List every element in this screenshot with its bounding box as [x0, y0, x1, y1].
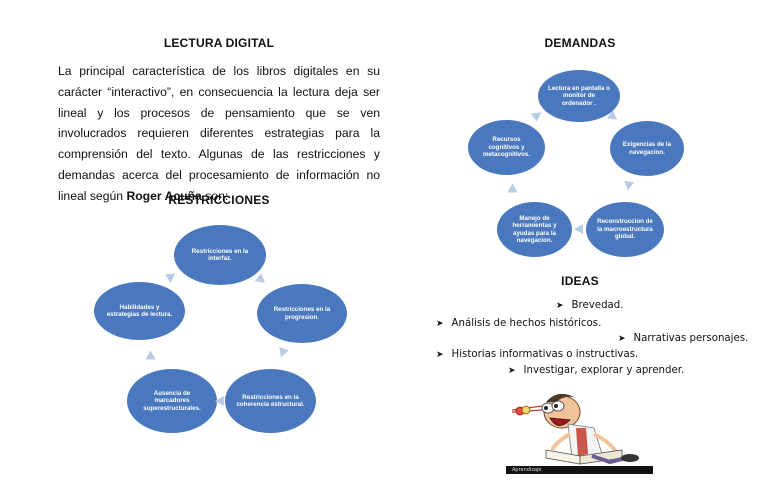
reader-cartoon-icon: Aprendizaje	[506, 384, 653, 474]
idea-historias-informativas: ➤Historias informativas o instructivas.	[436, 349, 639, 360]
cycle-arrow-icon	[215, 396, 224, 406]
arrowhead-bullet-icon: ➤	[436, 319, 444, 329]
cycle-arrow-icon	[276, 347, 289, 359]
arrowhead-bullet-icon: ➤	[508, 366, 516, 376]
restricciones-title: RESTRICCIONES	[168, 193, 270, 207]
idea-narrativas: ➤Narrativas personajes.	[618, 333, 749, 344]
restriccion-progresion: Restricciones en la progresion.	[257, 284, 347, 343]
intro-paragraph: La principal característica de los libro…	[58, 61, 380, 207]
demanda-lectura-pantalla: Lectura en pantalla o monitor de ordenad…	[538, 70, 620, 122]
habilidades-lectura: Habilidades y estrategias de lectura.	[94, 282, 185, 340]
idea-brevedad: ➤Brevedad.	[556, 300, 624, 311]
demandas-title: DEMANDAS	[544, 36, 616, 50]
arrowhead-bullet-icon: ➤	[556, 301, 564, 311]
cycle-arrow-icon	[254, 273, 269, 287]
demanda-recursos-cognitivos: Recursos cognitivos y metacognitivos.	[468, 120, 545, 175]
cycle-arrow-icon	[507, 183, 518, 193]
arrowhead-bullet-icon: ➤	[436, 350, 444, 360]
cycle-arrow-icon	[574, 224, 583, 234]
image-caption: Aprendizaje	[512, 467, 542, 473]
intro-text: La principal característica de los libro…	[58, 64, 380, 203]
author-name: Roger Acuña	[126, 188, 202, 203]
restriccion-interfaz: Restricciones en la interfaz.	[174, 225, 266, 285]
intro-tail: son:	[201, 188, 229, 203]
restriccion-coherencia: Restricciones en la coherencia estructur…	[225, 369, 316, 433]
idea-analisis-historicos: ➤Análisis de hechos históricos.	[436, 318, 602, 329]
demanda-exigencias-navegacion: Exigencias de la navegacion.	[610, 121, 684, 176]
lectura-digital-title: LECTURA DIGITAL	[163, 36, 275, 50]
ausencia-marcadores: Ausencia de marcadores superestructurale…	[127, 369, 217, 433]
demanda-reconstruccion: Reconstruccion de la macroestructura glo…	[586, 202, 664, 257]
demanda-manejo-herramientas: Manejo de herramientas y ayudas para la …	[497, 202, 572, 257]
cycle-arrow-icon	[145, 350, 156, 360]
cycle-arrow-icon	[164, 269, 179, 283]
arrowhead-bullet-icon: ➤	[618, 334, 626, 344]
cycle-arrow-icon	[622, 180, 635, 192]
cycle-arrow-icon	[530, 108, 545, 122]
ideas-title: IDEAS	[561, 274, 599, 288]
idea-investigar: ➤Investigar, explorar y aprender.	[508, 365, 685, 376]
